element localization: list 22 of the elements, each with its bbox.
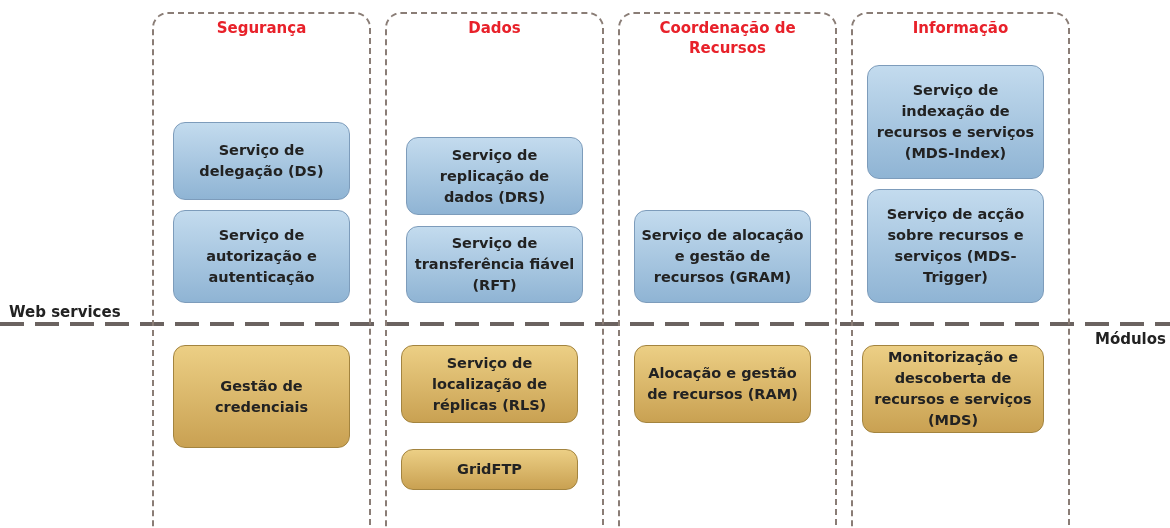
dashed-group-frame [851, 12, 1070, 528]
service-box: Serviço de alocação e gestão de recursos (GRAM) [634, 210, 811, 303]
dashed-group-frame [385, 12, 604, 528]
service-box: Serviço de acção sobre recursos e serviços (MDS-Trigger) [867, 189, 1044, 303]
group-heading: Dados [467, 18, 522, 38]
group-heading: Segurança [215, 18, 308, 38]
service-box: Serviço de autorização e autenticação [173, 210, 350, 303]
layer-label: Web services [9, 303, 121, 321]
module-box: Alocação e gestão de recursos (RAM) [634, 345, 811, 423]
layer-label: Módulos [1094, 330, 1166, 348]
service-box: Serviço de transferência fiável (RFT) [406, 226, 583, 303]
module-box: Serviço de localização de réplicas (RLS) [401, 345, 578, 423]
module-box: GridFTP [401, 449, 578, 490]
service-box: Serviço de replicação de dados (DRS) [406, 137, 583, 215]
module-box: Gestão de credenciais [173, 345, 350, 448]
group-heading: Informação [911, 18, 1010, 38]
service-box: Serviço de delegação (DS) [173, 122, 350, 200]
group-heading: Coordenação de Recursos [658, 18, 797, 58]
module-box: Monitorização e descoberta de recursos e serviços (MDS) [862, 345, 1044, 433]
dashed-group-frame [152, 12, 371, 528]
service-box: Serviço de indexação de recursos e serviços (MDS-Index) [867, 65, 1044, 179]
dashed-group-frame [618, 12, 837, 528]
